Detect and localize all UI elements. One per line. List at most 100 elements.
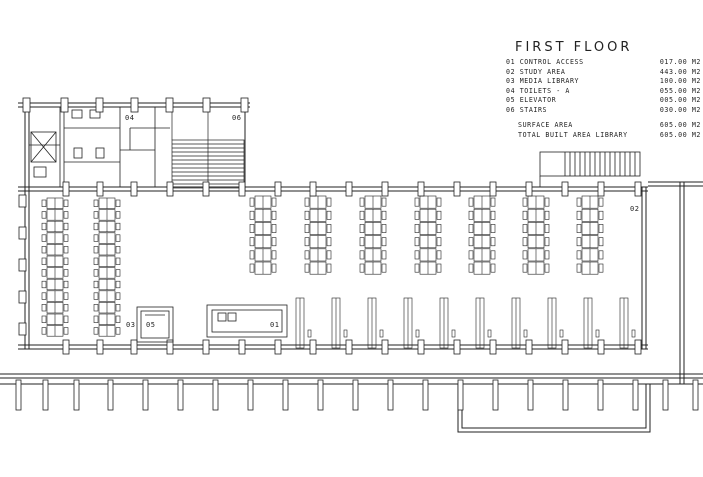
north-study-tables — [249, 195, 604, 275]
room-label-control-access: 01 — [270, 321, 280, 329]
chair — [63, 304, 69, 312]
chair — [359, 197, 365, 207]
chair — [41, 315, 47, 323]
chair — [381, 224, 387, 233]
column — [238, 339, 246, 355]
column — [417, 339, 425, 355]
legend-total-label: SURFACE AREA — [518, 121, 573, 129]
reading-stool — [415, 329, 420, 338]
legend-area: 005.00 M2 — [659, 96, 701, 104]
reading-stool — [307, 329, 312, 338]
chair — [93, 269, 99, 277]
column — [202, 181, 210, 197]
structural-columns — [15, 97, 699, 411]
chair — [41, 269, 47, 277]
chair — [271, 210, 277, 220]
bookshelves — [295, 297, 636, 349]
legend-room: 06 STAIRS — [506, 105, 548, 114]
chair — [93, 292, 99, 300]
toilets-block — [29, 107, 170, 187]
chair — [93, 304, 99, 312]
chair — [326, 210, 332, 220]
chair — [63, 222, 69, 231]
chair — [115, 269, 121, 277]
terrace-post — [177, 379, 184, 411]
chair — [490, 224, 496, 233]
chair — [115, 304, 121, 312]
chair — [414, 210, 420, 220]
chair — [249, 237, 255, 247]
chair — [522, 210, 528, 220]
chair — [468, 197, 474, 207]
legend-area: 017.00 M2 — [659, 58, 701, 66]
column — [634, 181, 642, 197]
chair — [115, 222, 121, 231]
chair — [63, 211, 69, 219]
column — [60, 97, 69, 113]
chair — [468, 210, 474, 220]
chair — [63, 234, 69, 242]
chair — [115, 292, 121, 300]
chair — [41, 222, 47, 231]
chair — [304, 197, 310, 207]
column — [634, 339, 642, 355]
terrace-post — [107, 379, 114, 411]
chair — [115, 199, 121, 207]
chair — [359, 224, 365, 233]
chair — [381, 250, 387, 260]
column — [18, 322, 27, 336]
chair — [115, 257, 121, 265]
chair — [381, 263, 387, 273]
chair — [598, 250, 604, 260]
chair — [359, 210, 365, 220]
chair — [93, 246, 99, 254]
column — [62, 339, 70, 355]
chair — [93, 199, 99, 207]
column — [453, 339, 461, 355]
chair — [576, 263, 582, 273]
chair — [381, 237, 387, 247]
chair — [115, 246, 121, 254]
chair — [93, 315, 99, 323]
chair — [41, 199, 47, 207]
chair — [249, 197, 255, 207]
chair — [326, 197, 332, 207]
column — [22, 97, 31, 113]
chair — [63, 315, 69, 323]
column — [166, 339, 174, 355]
chair — [414, 197, 420, 207]
terrace-post — [422, 379, 429, 411]
chair — [249, 224, 255, 233]
interior-stairs — [171, 107, 245, 189]
chair — [522, 263, 528, 273]
column — [525, 181, 533, 197]
legend-total-area: 605.00 M2 — [659, 130, 701, 139]
terrace-post — [42, 379, 49, 411]
chair — [414, 250, 420, 260]
chair — [249, 210, 255, 220]
chair — [93, 327, 99, 335]
column — [95, 97, 104, 113]
chair — [63, 199, 69, 207]
chair — [249, 250, 255, 260]
chair — [436, 237, 442, 247]
chair — [436, 224, 442, 233]
chair — [304, 210, 310, 220]
column — [345, 181, 353, 197]
chair — [63, 327, 69, 335]
chair — [468, 224, 474, 233]
chair — [63, 269, 69, 277]
column — [525, 339, 533, 355]
legend-area: 443.00 M2 — [659, 67, 701, 76]
chair — [63, 257, 69, 265]
chair — [576, 197, 582, 207]
chair — [598, 197, 604, 207]
reading-stool — [487, 329, 492, 338]
terrace-post — [457, 379, 464, 411]
chair — [436, 197, 442, 207]
chair — [490, 237, 496, 247]
chair — [41, 304, 47, 312]
